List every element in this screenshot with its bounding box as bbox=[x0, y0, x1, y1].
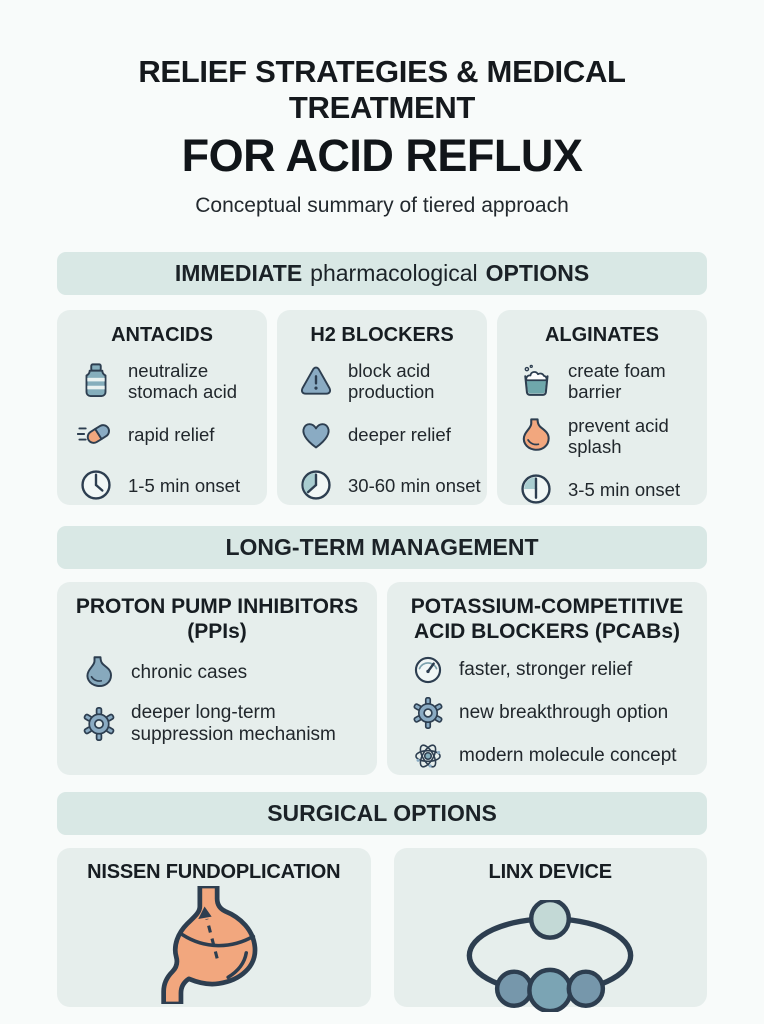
card-item: deeper relief bbox=[297, 415, 487, 453]
item-label: neutralize stomach acid bbox=[128, 360, 237, 402]
card-h2-blockers: H2 BLOCKERS block acid production bbox=[277, 310, 487, 505]
card-title: POTASSIUM-COMPETITIVE ACID BLOCKERS (PCA… bbox=[410, 595, 684, 643]
section-header-text: IMMEDIATE bbox=[174, 260, 303, 286]
gauge-icon bbox=[411, 653, 445, 687]
item-label: faster, stronger relief bbox=[459, 659, 633, 680]
card-item: chronic cases bbox=[81, 655, 377, 691]
card-linx-device: LINX DEVICE bbox=[393, 848, 707, 1012]
item-label: new breakthrough option bbox=[459, 702, 669, 723]
card-nissen-fundoplication: NISSEN FUNDOPLICATION bbox=[57, 848, 371, 1007]
gear-icon bbox=[81, 706, 117, 742]
card-item: create foam barrier bbox=[517, 360, 707, 402]
item-label: prevent acid splash bbox=[568, 415, 669, 457]
heart-icon bbox=[297, 415, 335, 453]
card-ppis: PROTON PUMP INHIBITORS (PPIs) chronic ca… bbox=[57, 582, 377, 775]
item-label: rapid relief bbox=[128, 423, 215, 445]
immediate-cards-row: ANTACIDS neutralize stomach acid bbox=[57, 310, 707, 505]
stomach-icon bbox=[81, 655, 117, 691]
clock-icon bbox=[517, 470, 555, 508]
card-antacids: ANTACIDS neutralize stomach acid bbox=[57, 310, 267, 505]
card-item: block acid production bbox=[297, 360, 487, 402]
section-header-text: LONG-TERM MANAGEMENT bbox=[225, 534, 539, 560]
card-item: deeper long-term suppression mechanism bbox=[81, 702, 377, 746]
card-item: rapid relief bbox=[77, 415, 267, 453]
card-item: neutralize stomach acid bbox=[77, 360, 267, 402]
item-label: create foam barrier bbox=[568, 360, 666, 402]
item-label: 1-5 min onset bbox=[128, 474, 241, 496]
card-alginates: ALGINATES create foam barrier bbox=[497, 310, 707, 505]
card-title: PROTON PUMP INHIBITORS (PPIs) bbox=[75, 595, 359, 643]
bead-ring-illustration bbox=[394, 900, 708, 1012]
medicine-bottle-icon bbox=[77, 362, 115, 400]
subtitle: Conceptual summary of tiered approach bbox=[195, 194, 569, 217]
section-header-text: pharmacological bbox=[310, 260, 478, 286]
item-label: deeper long-term suppression mechanism bbox=[131, 702, 336, 745]
foam-barrier-icon bbox=[517, 362, 555, 400]
stomach-wrap-illustration bbox=[57, 886, 371, 1004]
warning-triangle-icon bbox=[297, 362, 335, 400]
stomach-icon bbox=[517, 417, 555, 455]
item-label: deeper relief bbox=[348, 423, 451, 445]
title-block: RELIEF STRATEGIES & MEDICAL TREATMENT FO… bbox=[57, 54, 707, 218]
card-item: prevent acid splash bbox=[517, 415, 707, 457]
card-item: new breakthrough option bbox=[411, 696, 707, 730]
atom-icon bbox=[411, 739, 445, 773]
card-title: ANTACIDS bbox=[111, 324, 213, 346]
longterm-cards-row: PROTON PUMP INHIBITORS (PPIs) chronic ca… bbox=[57, 582, 707, 775]
section-header-longterm: LONG-TERM MANAGEMENT bbox=[57, 526, 707, 569]
card-item: 3-5 min onset bbox=[517, 470, 707, 508]
card-title: NISSEN FUNDOPLICATION bbox=[87, 861, 341, 883]
card-title: H2 BLOCKERS bbox=[310, 324, 454, 346]
card-item: 30-60 min onset bbox=[297, 466, 487, 504]
item-label: block acid production bbox=[348, 360, 435, 402]
item-label: 30-60 min onset bbox=[348, 474, 481, 496]
clock-icon bbox=[77, 466, 115, 504]
section-header-immediate: IMMEDIATE pharmacological OPTIONS bbox=[57, 252, 707, 295]
clock-icon bbox=[297, 466, 335, 504]
card-item: modern molecule concept bbox=[411, 739, 707, 773]
card-item: 1-5 min onset bbox=[77, 466, 267, 504]
item-label: chronic cases bbox=[131, 662, 248, 683]
card-item: faster, stronger relief bbox=[411, 653, 707, 687]
capsule-icon bbox=[77, 415, 115, 453]
title-line-1: RELIEF STRATEGIES & MEDICAL TREATMENT bbox=[138, 54, 626, 125]
card-title: LINX DEVICE bbox=[488, 861, 613, 883]
title-line-2: FOR ACID REFLUX bbox=[181, 130, 583, 181]
section-header-text: SURGICAL OPTIONS bbox=[267, 800, 497, 826]
section-header-surgical: SURGICAL OPTIONS bbox=[57, 792, 707, 835]
section-header-text: OPTIONS bbox=[485, 260, 590, 286]
item-label: modern molecule concept bbox=[459, 745, 677, 766]
gear-icon bbox=[411, 696, 445, 730]
surgical-cards-row: NISSEN FUNDOPLICATION LINX DEVICE bbox=[57, 848, 707, 1012]
card-pcabs: POTASSIUM-COMPETITIVE ACID BLOCKERS (PCA… bbox=[387, 582, 707, 775]
card-title: ALGINATES bbox=[544, 324, 660, 346]
item-label: 3-5 min onset bbox=[568, 478, 681, 500]
